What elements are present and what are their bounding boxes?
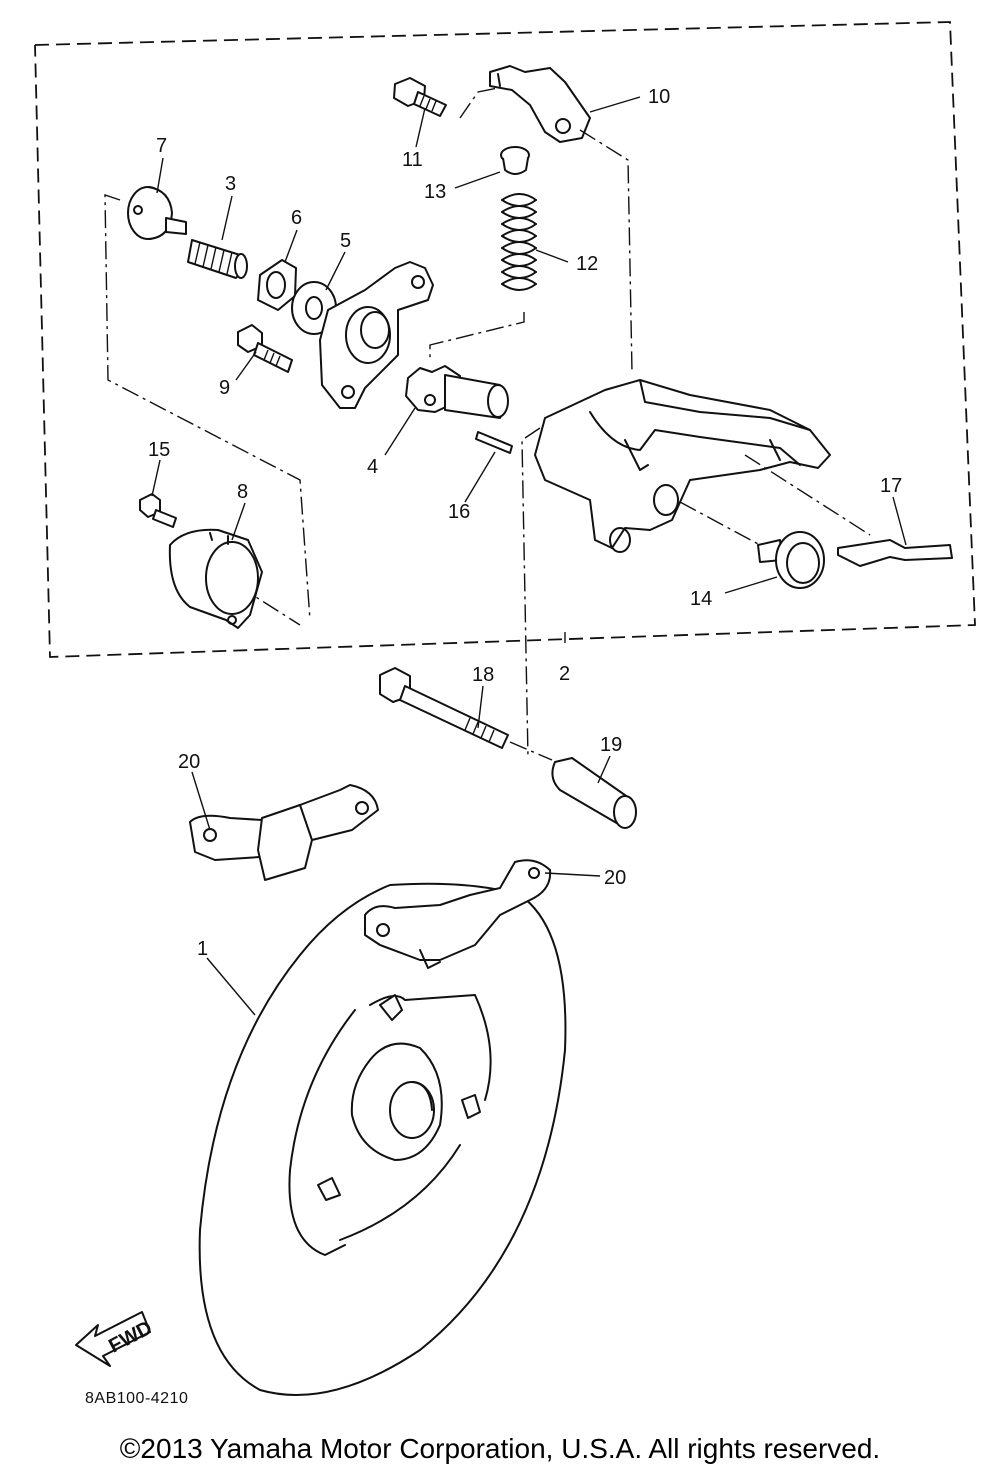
part-13-cap [500,146,530,175]
callout-9: 9 [219,377,230,399]
guide-left [104,194,311,621]
callout-8: 8 [237,481,248,503]
part-15-bolt [139,493,177,528]
part-12-spring [501,193,537,291]
guide-11-10 [459,87,499,119]
part-19-sleeve [551,757,637,829]
callout-20-right: 20 [604,867,626,889]
callout-6: 6 [291,207,302,229]
diagram-code: 8AB100-4210 [85,1390,189,1407]
callout-15: 15 [148,439,170,461]
part-17-spring-plate [837,539,953,567]
part-18-bolt [379,667,509,749]
callout-12: 12 [576,253,598,275]
part-20-pad-left [189,784,379,881]
callout-14: 14 [690,588,712,610]
part-10-bracket [489,65,591,143]
part-20-pad-right [364,859,552,969]
part-16-pin [475,431,513,454]
part-4-camshaft [405,365,509,419]
part-1-brake-disc [198,882,567,1396]
callout-5: 5 [340,230,351,252]
callout-3: 3 [225,173,236,195]
part-7-knob [127,186,187,240]
guide-caliper-17 [744,454,871,536]
callout-18: 18 [472,664,494,686]
caliper-mount-bracket [319,261,434,409]
callout-13: 13 [424,181,446,203]
assembly-boundary [34,21,976,658]
callout-19: 19 [600,734,622,756]
callout-17: 17 [880,475,902,497]
guide-10-caliper [579,129,633,373]
callout-10: 10 [648,86,670,108]
callout-16: 16 [448,501,470,523]
callout-7: 7 [156,135,167,157]
callout-11: 11 [402,149,423,171]
part-3-adjuster [187,239,248,279]
part-11-bolt [393,77,447,117]
part-8-cover [168,528,263,629]
caliper-body [534,379,831,553]
guide-caliper-19 [521,427,541,759]
part-9-bolt [237,324,293,373]
guide-18-19 [509,741,553,761]
callout-1: 1 [197,938,208,960]
leader-lines [151,96,907,1016]
part-6-plate [257,259,297,311]
fwd-arrow-icon: FWD [75,1311,156,1367]
guide-12-4 [429,312,525,362]
part-14-pin [757,531,825,589]
guide-caliper-14 [679,501,761,546]
callout-2: 2 [559,663,570,685]
copyright-notice: ©2013 Yamaha Motor Corporation, U.S.A. A… [119,1433,881,1464]
callout-4: 4 [367,456,378,478]
callout-20-left: 20 [178,751,200,773]
